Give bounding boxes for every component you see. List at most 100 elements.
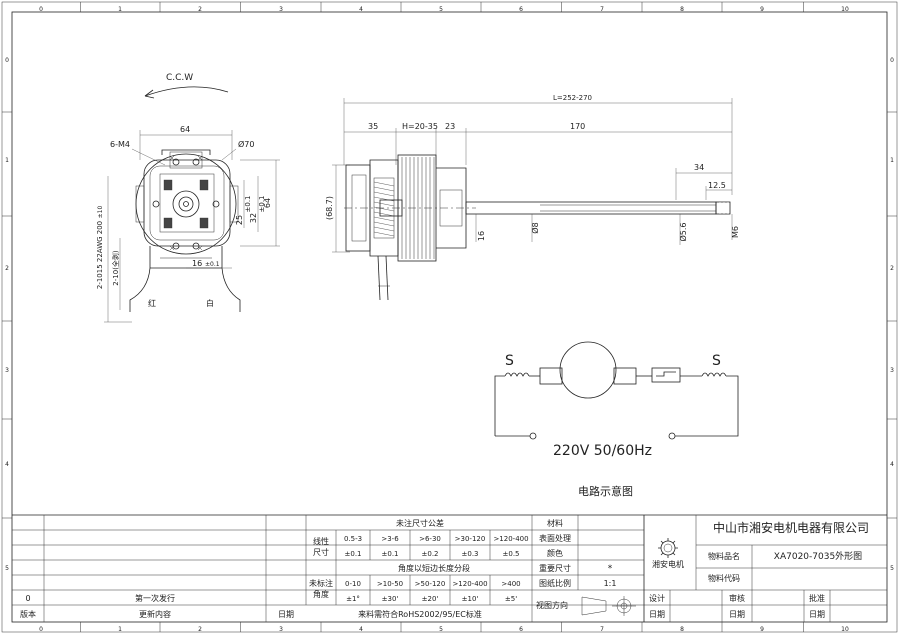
column-number: 9 (760, 6, 764, 13)
revision-version: 0 (25, 594, 30, 603)
angle-tolerance: ±5' (505, 595, 517, 603)
linear-range: >3-6 (381, 535, 399, 543)
column-number: 2 (198, 626, 202, 633)
row-number: 5 (5, 565, 9, 572)
linear-range: 0.5-3 (344, 535, 362, 543)
column-number: 7 (600, 6, 604, 13)
dim-screw-6m4: 6-M4 (110, 140, 130, 149)
column-number: 0 (39, 6, 43, 13)
angle-title: 角度以短边长度分段 (398, 563, 470, 573)
angle-range: 0-10 (345, 580, 361, 588)
dim-34: 34 (694, 163, 704, 172)
dim-35: 35 (368, 122, 378, 131)
dim-diameter-70: Ø70 (238, 139, 254, 149)
shaft-thread (715, 201, 731, 215)
rohs-note: 来料需符合RoHS2002/95/EC标准 (358, 609, 482, 619)
approve-label: 批准 (809, 593, 825, 603)
circuit-diagram: S S 220V 50/60Hz 电路示意图 (494, 341, 739, 498)
column-number: 4 (359, 626, 363, 633)
rotor-circle (172, 190, 200, 218)
dim-phi56: Ø5.6 (678, 222, 688, 241)
logo-text: 湘安电机 (652, 559, 684, 569)
dim-23: 23 (445, 122, 455, 131)
screw-hole (192, 158, 200, 166)
thermal-protector (651, 367, 681, 383)
column-number: 6 (519, 6, 523, 13)
screw-hole (152, 200, 160, 208)
dim-32: 32 (249, 213, 258, 223)
linear-label-1: 线性 (313, 536, 329, 546)
row-number: 1 (5, 157, 9, 164)
field-coil-right (701, 372, 727, 377)
scale-value: 1:1 (604, 579, 617, 588)
column-number: 9 (760, 626, 764, 633)
column-number: 5 (439, 626, 443, 633)
row-number: 5 (890, 565, 894, 572)
angle-range: >10-50 (377, 580, 403, 588)
column-number: 6 (519, 626, 523, 633)
material-label: 材料 (547, 518, 563, 528)
column-number: 0 (39, 626, 43, 633)
angle-range: >400 (501, 580, 520, 588)
screw-hole (212, 200, 220, 208)
linear-range: >6-30 (419, 535, 441, 543)
angle-tolerance: ±20' (422, 595, 439, 603)
column-number: 1 (118, 626, 122, 633)
row-number: 1 (890, 157, 894, 164)
row-number: 3 (5, 367, 9, 374)
tolerance-title: 未注尺寸公差 (396, 518, 444, 528)
stator-square (143, 159, 231, 247)
brush-left (539, 367, 563, 385)
row-number: 2 (5, 265, 9, 272)
angle-tolerance: ±1° (346, 595, 360, 603)
dim-25: 25 (235, 215, 244, 225)
linear-tolerance: ±0.2 (422, 550, 439, 558)
revision-head-date: 日期 (278, 610, 294, 619)
linear-tolerance: ±0.1 (382, 550, 399, 558)
linear-label-2: 尺寸 (313, 547, 329, 557)
rotation-arrow (144, 86, 229, 97)
column-number: 2 (198, 6, 202, 13)
linear-tolerance: ±0.5 (503, 550, 520, 558)
angle-tolerance: ±30' (382, 595, 399, 603)
angle-label-1: 未标注 (309, 578, 333, 588)
name-label: 物料品名 (708, 551, 740, 561)
field-coil-label-left: S (505, 353, 514, 369)
rotation-label: C.C.W (166, 73, 193, 83)
column-number: 5 (439, 6, 443, 13)
linear-tolerance: ±0.1 (345, 550, 362, 558)
shaft-center (183, 201, 189, 207)
angle-label-2: 角度 (313, 589, 329, 599)
important-dim-value: * (608, 564, 613, 574)
important-dim-label: 重要尺寸 (539, 563, 571, 573)
wire-strip: 2-10(全剥) (111, 250, 120, 286)
column-number: 8 (680, 626, 684, 633)
voltage-label: 220V 50/60Hz (553, 443, 652, 459)
screw-hole (172, 242, 180, 250)
wire-red-label: 红 (148, 298, 156, 308)
row-number: 4 (5, 461, 9, 468)
row-number: 2 (890, 265, 894, 272)
column-number: 8 (680, 6, 684, 13)
field-coil-label-right: S (712, 353, 721, 369)
circuit-caption: 电路示意图 (578, 484, 633, 498)
dim-125: 12.5 (708, 181, 726, 190)
dim-687: (68.7) (325, 196, 334, 220)
column-number: 3 (279, 6, 283, 13)
screw-hole (192, 242, 200, 250)
angle-range: >120-400 (452, 580, 487, 588)
revision-head-content: 更新内容 (139, 609, 171, 619)
armature-circle (559, 341, 617, 399)
review-date-label: 日期 (729, 610, 745, 619)
motor-shaft (465, 201, 717, 215)
dim-width-64: 64 (180, 125, 190, 134)
dim-total-length: L=252-270 (553, 94, 592, 102)
view-direction-label: 视图方向 (536, 600, 568, 610)
title-block: 未注尺寸公差 线性 尺寸 0.5-3>3-6>6-30>30-120>120-4… (12, 514, 887, 622)
dim-170: 170 (570, 122, 585, 131)
